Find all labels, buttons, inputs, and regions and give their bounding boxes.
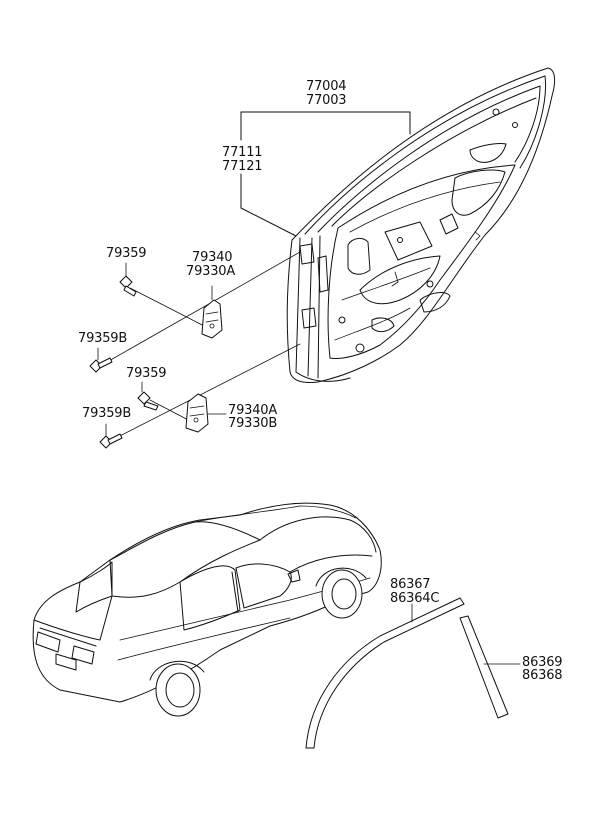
- roof-molding-number-2: 86364C: [390, 591, 440, 606]
- lower-bolt-number: 79359: [126, 366, 167, 381]
- rear-door-assembly: [286, 67, 556, 383]
- upper-bolt-icon: [119, 262, 137, 297]
- upper-hinge-icon: [201, 285, 223, 339]
- upper-bolt-number: 79359: [106, 246, 147, 261]
- upper-bolt-b-number: 79359B: [78, 331, 128, 346]
- lower-bolt-icon: [137, 381, 159, 411]
- door-assembly-number-2: 77003: [306, 93, 347, 108]
- lower-bolt-b-number: 79359B: [82, 406, 132, 421]
- upper-bolt-b-icon: [89, 347, 113, 373]
- door-callout-leaders: [240, 111, 411, 237]
- lower-hinge-number-2: 79330B: [228, 416, 278, 431]
- door-panel-number-1: 77111: [222, 145, 263, 160]
- pillar-molding-part: [459, 615, 521, 719]
- pillar-molding-number-2: 86368: [522, 668, 563, 683]
- upper-hinge-number-1: 79340: [192, 250, 233, 265]
- roof-molding-number-1: 86367: [390, 577, 431, 592]
- lower-bolt-b-icon: [99, 423, 123, 449]
- sedan-car-illustration: [32, 502, 382, 717]
- lower-hinge-icon: [185, 393, 227, 433]
- door-panel-number-2: 77121: [222, 159, 263, 174]
- lower-hinge-group: [99, 343, 301, 449]
- lower-hinge-number-1: 79340A: [228, 403, 278, 418]
- pillar-molding-number-1: 86369: [522, 655, 563, 670]
- upper-hinge-number-2: 79330A: [186, 264, 236, 279]
- upper-hinge-group: [89, 251, 301, 373]
- roof-molding-part: [305, 597, 465, 749]
- door-assembly-number-1: 77004: [306, 79, 347, 94]
